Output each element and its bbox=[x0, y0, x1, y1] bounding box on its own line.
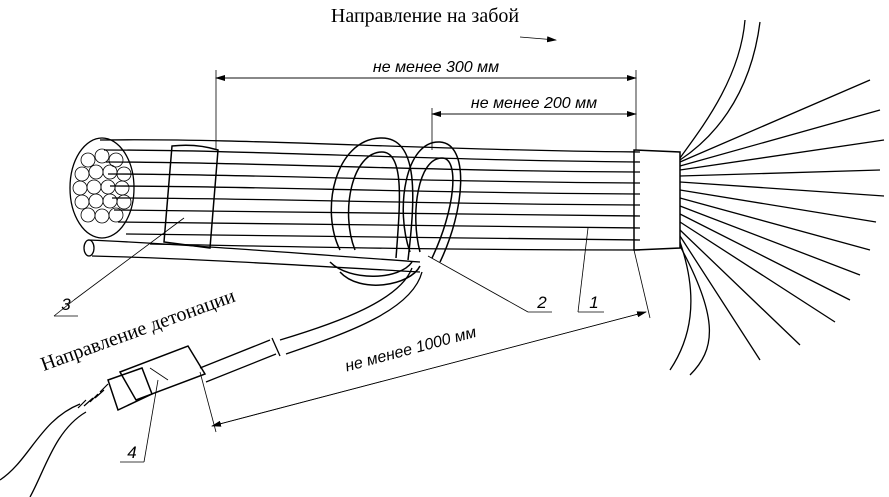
callout-1: 1 bbox=[589, 293, 598, 312]
dimension-200 bbox=[431, 108, 637, 150]
detonating-cord bbox=[199, 267, 423, 383]
callout-4: 4 bbox=[127, 443, 136, 462]
cord-loops bbox=[329, 137, 462, 286]
bundle-cross-section bbox=[72, 148, 132, 224]
callout-3: 3 bbox=[61, 295, 71, 314]
direction-arrow bbox=[519, 36, 557, 43]
dimension-300-label: не менее 300 мм bbox=[373, 59, 499, 76]
fanned-wires bbox=[669, 19, 885, 376]
lower-rod bbox=[83, 239, 421, 273]
dimension-1000 bbox=[199, 249, 651, 433]
cartridge-bundle bbox=[69, 137, 641, 251]
title-text: Направление на забой bbox=[331, 5, 519, 27]
right-band bbox=[633, 149, 681, 251]
dimension-300 bbox=[215, 70, 637, 150]
left-band bbox=[163, 144, 219, 249]
dimension-1000-label: не менее 1000 мм bbox=[343, 324, 478, 375]
callout-2: 2 bbox=[536, 293, 547, 312]
dimension-200-label: не менее 200 мм bbox=[471, 95, 597, 112]
callout-leaders bbox=[53, 217, 604, 463]
detonator bbox=[0, 345, 207, 497]
